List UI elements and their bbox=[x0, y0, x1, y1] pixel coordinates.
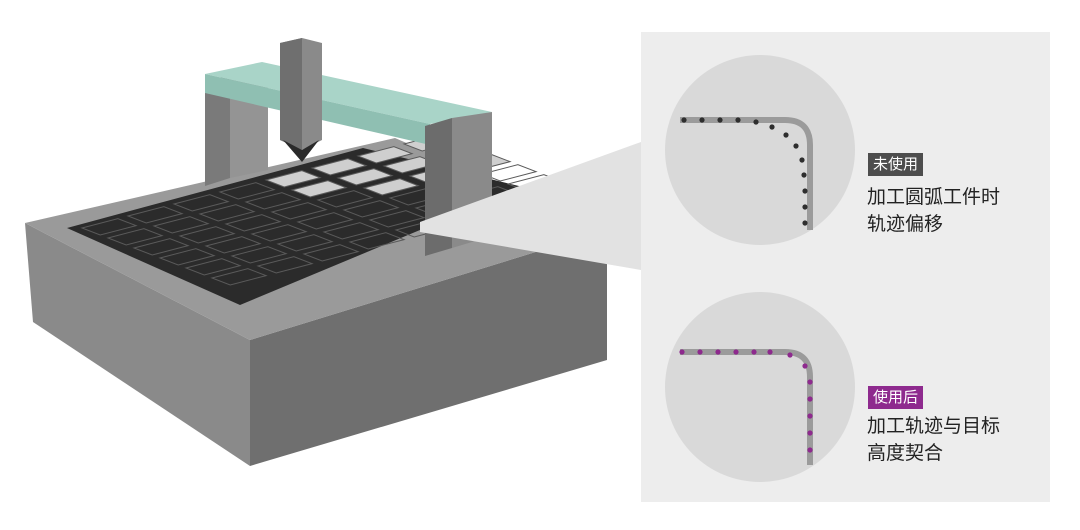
workpiece-cell bbox=[276, 234, 334, 252]
after-trajectory-dot bbox=[733, 349, 739, 355]
before-trajectory-dot bbox=[783, 132, 789, 138]
before-zoom-circle bbox=[665, 55, 855, 245]
after-trajectory-dot bbox=[715, 349, 721, 355]
workpiece-cell bbox=[132, 238, 190, 256]
before-trajectory-dot bbox=[681, 117, 687, 123]
after-trajectory-dot bbox=[679, 349, 685, 355]
before-badge: 未使用 bbox=[868, 153, 924, 176]
before-offset-dots bbox=[681, 117, 808, 226]
workpiece-cell bbox=[218, 182, 276, 200]
workpiece-cell bbox=[264, 170, 322, 188]
before-line-2: 轨迹偏移 bbox=[867, 213, 944, 235]
before-trajectory-dot bbox=[802, 204, 808, 210]
workpiece-cell bbox=[356, 146, 414, 164]
before-target-path bbox=[680, 117, 813, 230]
workpiece-cell bbox=[204, 236, 262, 254]
workpiece-cell bbox=[230, 246, 288, 264]
workpiece-cell bbox=[302, 244, 360, 262]
after-trajectory-dot bbox=[802, 363, 808, 369]
before-trajectory-dot bbox=[753, 119, 759, 125]
before-line-1: 加工圆弧工件时 bbox=[867, 186, 1001, 208]
workpiece-cell bbox=[362, 178, 420, 196]
workpiece-cell bbox=[184, 258, 242, 276]
before-description: 加工圆弧工件时 轨迹偏移 bbox=[867, 184, 1000, 238]
gantry-rail bbox=[205, 62, 492, 124]
workpiece-cell bbox=[158, 248, 216, 266]
workpiece-cell bbox=[198, 204, 256, 222]
workpiece-cell bbox=[336, 168, 394, 186]
workpiece-cell bbox=[106, 228, 164, 246]
workpiece-cell bbox=[256, 256, 314, 274]
after-trajectory-dot bbox=[767, 349, 773, 355]
after-zoom-circle bbox=[665, 292, 855, 482]
workpiece-cell bbox=[224, 214, 282, 232]
after-line-2: 高度契合 bbox=[867, 442, 944, 464]
workpiece-cell bbox=[480, 164, 538, 182]
workpiece-cell bbox=[322, 222, 380, 240]
after-line-1: 加工轨迹与目标 bbox=[867, 415, 1001, 437]
workpiece-cell bbox=[348, 232, 406, 250]
workpiece-cell bbox=[244, 192, 302, 210]
after-trajectory-dot bbox=[807, 447, 813, 453]
before-trajectory-dot bbox=[801, 172, 807, 178]
workpiece-cell bbox=[126, 206, 184, 224]
after-trajectory-dot bbox=[807, 396, 813, 402]
workpiece-cell bbox=[368, 210, 426, 228]
workpiece-cell bbox=[310, 158, 368, 176]
workpiece-cell bbox=[210, 268, 268, 286]
before-trajectory-dot bbox=[802, 220, 808, 226]
after-trajectory-dot bbox=[697, 349, 703, 355]
workpiece-cell bbox=[296, 212, 354, 230]
after-trajectory-dot bbox=[807, 379, 813, 385]
workpiece-cell bbox=[270, 202, 328, 220]
after-target-path bbox=[680, 349, 813, 465]
zoom-cone bbox=[420, 142, 641, 270]
after-trajectory-dot bbox=[787, 352, 793, 358]
workpiece-cell bbox=[152, 216, 210, 234]
after-trajectory-dot bbox=[751, 349, 757, 355]
after-badge: 使用后 bbox=[868, 386, 924, 409]
workpiece-cell bbox=[250, 224, 308, 242]
before-trajectory-dot bbox=[699, 117, 705, 123]
before-trajectory-dot bbox=[769, 124, 775, 130]
after-trajectory-dot bbox=[807, 430, 813, 436]
workpiece-cell bbox=[290, 180, 348, 198]
after-trajectory-dot bbox=[807, 413, 813, 419]
after-description: 加工轨迹与目标 高度契合 bbox=[867, 413, 1000, 467]
workpiece-cell bbox=[178, 226, 236, 244]
spindle-tip bbox=[283, 140, 319, 162]
workpiece-cell bbox=[316, 190, 374, 208]
after-fit-dots bbox=[679, 349, 813, 453]
before-trajectory-dot bbox=[793, 143, 799, 149]
workpiece-cell bbox=[172, 194, 230, 212]
workpiece-cell bbox=[342, 200, 400, 218]
before-trajectory-dot bbox=[799, 157, 805, 163]
before-trajectory-dot bbox=[735, 117, 741, 123]
before-trajectory-dot bbox=[717, 117, 723, 123]
workpiece-cell bbox=[80, 218, 138, 236]
before-trajectory-dot bbox=[802, 188, 808, 194]
